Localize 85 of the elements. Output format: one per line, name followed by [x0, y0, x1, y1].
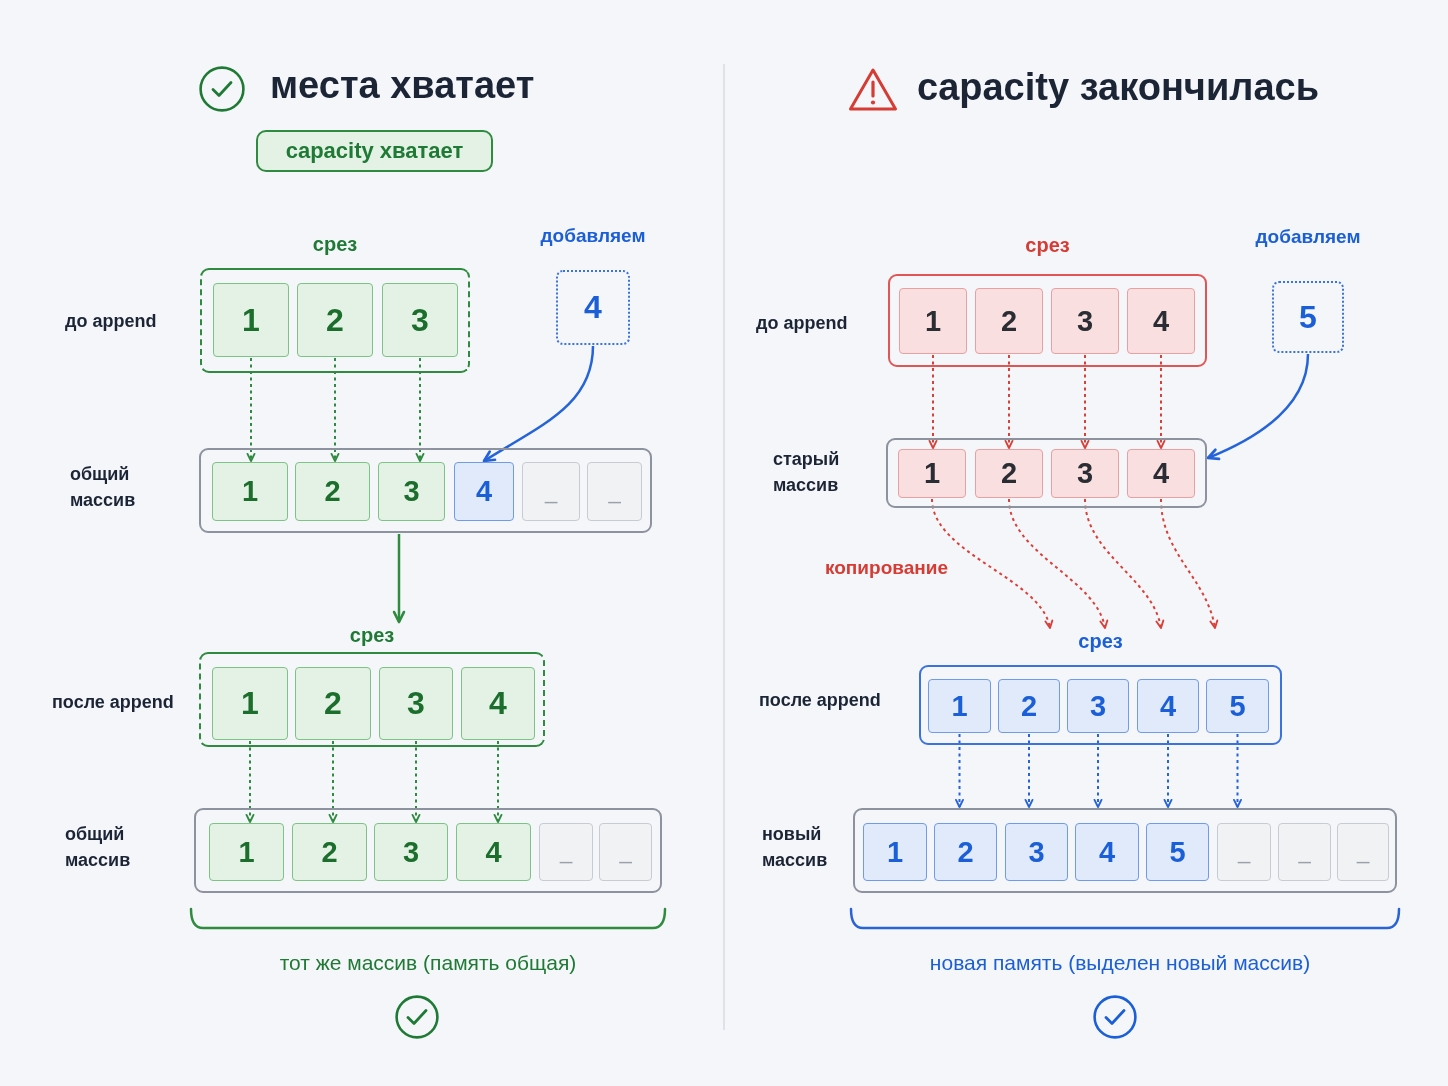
- array-cell: 4: [1137, 679, 1199, 733]
- dotted-arrow: [245, 740, 255, 823]
- dotted-arrow: [928, 354, 938, 449]
- dotted-arrow: [1233, 733, 1242, 808]
- array-cell: 3: [382, 283, 458, 357]
- row-label: общий массив: [65, 823, 131, 872]
- array-cell: 1: [213, 283, 289, 357]
- dotted-arrow: [1156, 354, 1166, 449]
- array-cell: 1: [863, 823, 927, 881]
- heading-label: добавляем: [540, 224, 646, 248]
- array-cell: 2: [975, 288, 1043, 354]
- array-cell: _: [539, 823, 593, 881]
- array-cell: _: [1217, 823, 1271, 881]
- row-label: новый массив: [762, 823, 828, 872]
- array-cell: 2: [998, 679, 1060, 733]
- array-cell: 3: [374, 823, 448, 881]
- dotted-arrow: [1004, 354, 1014, 449]
- dotted-arrow: [1024, 733, 1034, 808]
- panel-title: capacity закончилась: [917, 65, 1320, 110]
- array-cell: 3: [1067, 679, 1129, 733]
- dotted-arrow: [328, 740, 338, 823]
- caption: тот же массив (память общая): [279, 950, 577, 975]
- array-cell: 2: [295, 667, 371, 740]
- array-cell: _: [1278, 823, 1331, 881]
- dotted-arrow: [1163, 733, 1173, 808]
- array-cell: 4: [461, 667, 535, 740]
- dotted-arrow: [411, 740, 421, 823]
- row-label: после append: [52, 691, 174, 714]
- array-cell: _: [1337, 823, 1389, 881]
- array-cell: 1: [898, 449, 966, 498]
- array-cell: _: [587, 462, 642, 521]
- dotted-arrow: [415, 357, 425, 462]
- array-cell: 2: [295, 462, 370, 521]
- array-cell: 5: [1206, 679, 1269, 733]
- heading-label: срез: [349, 623, 395, 647]
- row-label: после append: [759, 689, 881, 712]
- array-cell: 1: [209, 823, 284, 881]
- heading-label: добавляем: [1255, 225, 1361, 249]
- array-cell: 2: [975, 449, 1043, 498]
- array-cell: _: [522, 462, 580, 521]
- row-label: старый массив: [773, 448, 840, 497]
- curved-arrow: [482, 345, 595, 463]
- panel-title: места хватает: [270, 63, 535, 108]
- array-cell: 3: [1051, 449, 1119, 498]
- dotted-arrow: [931, 498, 1052, 629]
- array-cell: 2: [292, 823, 367, 881]
- value-box: 5: [1272, 281, 1344, 353]
- array-cell: 4: [454, 462, 514, 521]
- row-label: до append: [65, 310, 157, 333]
- dotted-arrow: [493, 740, 503, 823]
- dotted-arrow: [1008, 498, 1108, 629]
- status-badge: capacity хватает: [256, 130, 493, 172]
- array-cell: _: [599, 823, 652, 881]
- array-cell: 4: [456, 823, 531, 881]
- dotted-arrow: [1080, 354, 1090, 449]
- array-cell: 2: [297, 283, 373, 357]
- array-cell: 5: [1146, 823, 1209, 881]
- dotted-arrow: [1084, 498, 1164, 629]
- array-cell: 3: [1005, 823, 1068, 881]
- dotted-arrow: [246, 357, 256, 462]
- array-cell: 1: [928, 679, 991, 733]
- dotted-arrow: [955, 733, 964, 808]
- arrow: [392, 534, 406, 624]
- caption: новая память (выделен новый массив): [929, 950, 1311, 975]
- array-cell: 3: [1051, 288, 1119, 354]
- heading-label: срез: [1025, 233, 1070, 257]
- array-cell: 4: [1127, 288, 1195, 354]
- annotation-label: копирование: [825, 556, 948, 579]
- array-cell: 1: [899, 288, 967, 354]
- dotted-arrow: [1160, 498, 1218, 629]
- curved-arrow: [1206, 353, 1310, 460]
- array-cell: 3: [378, 462, 445, 521]
- array-cell: 1: [212, 667, 288, 740]
- value-box: 4: [556, 270, 630, 345]
- dotted-arrow: [330, 357, 340, 462]
- array-cell: 4: [1075, 823, 1139, 881]
- array-cell: 3: [379, 667, 453, 740]
- row-label: до append: [756, 312, 848, 335]
- row-label: общий массив: [70, 463, 136, 512]
- array-cell: 2: [934, 823, 997, 881]
- heading-label: срез: [312, 232, 358, 256]
- heading-label: срез: [1078, 629, 1123, 653]
- dotted-arrow: [1093, 733, 1103, 808]
- array-cell: 1: [212, 462, 288, 521]
- array-cell: 4: [1127, 449, 1195, 498]
